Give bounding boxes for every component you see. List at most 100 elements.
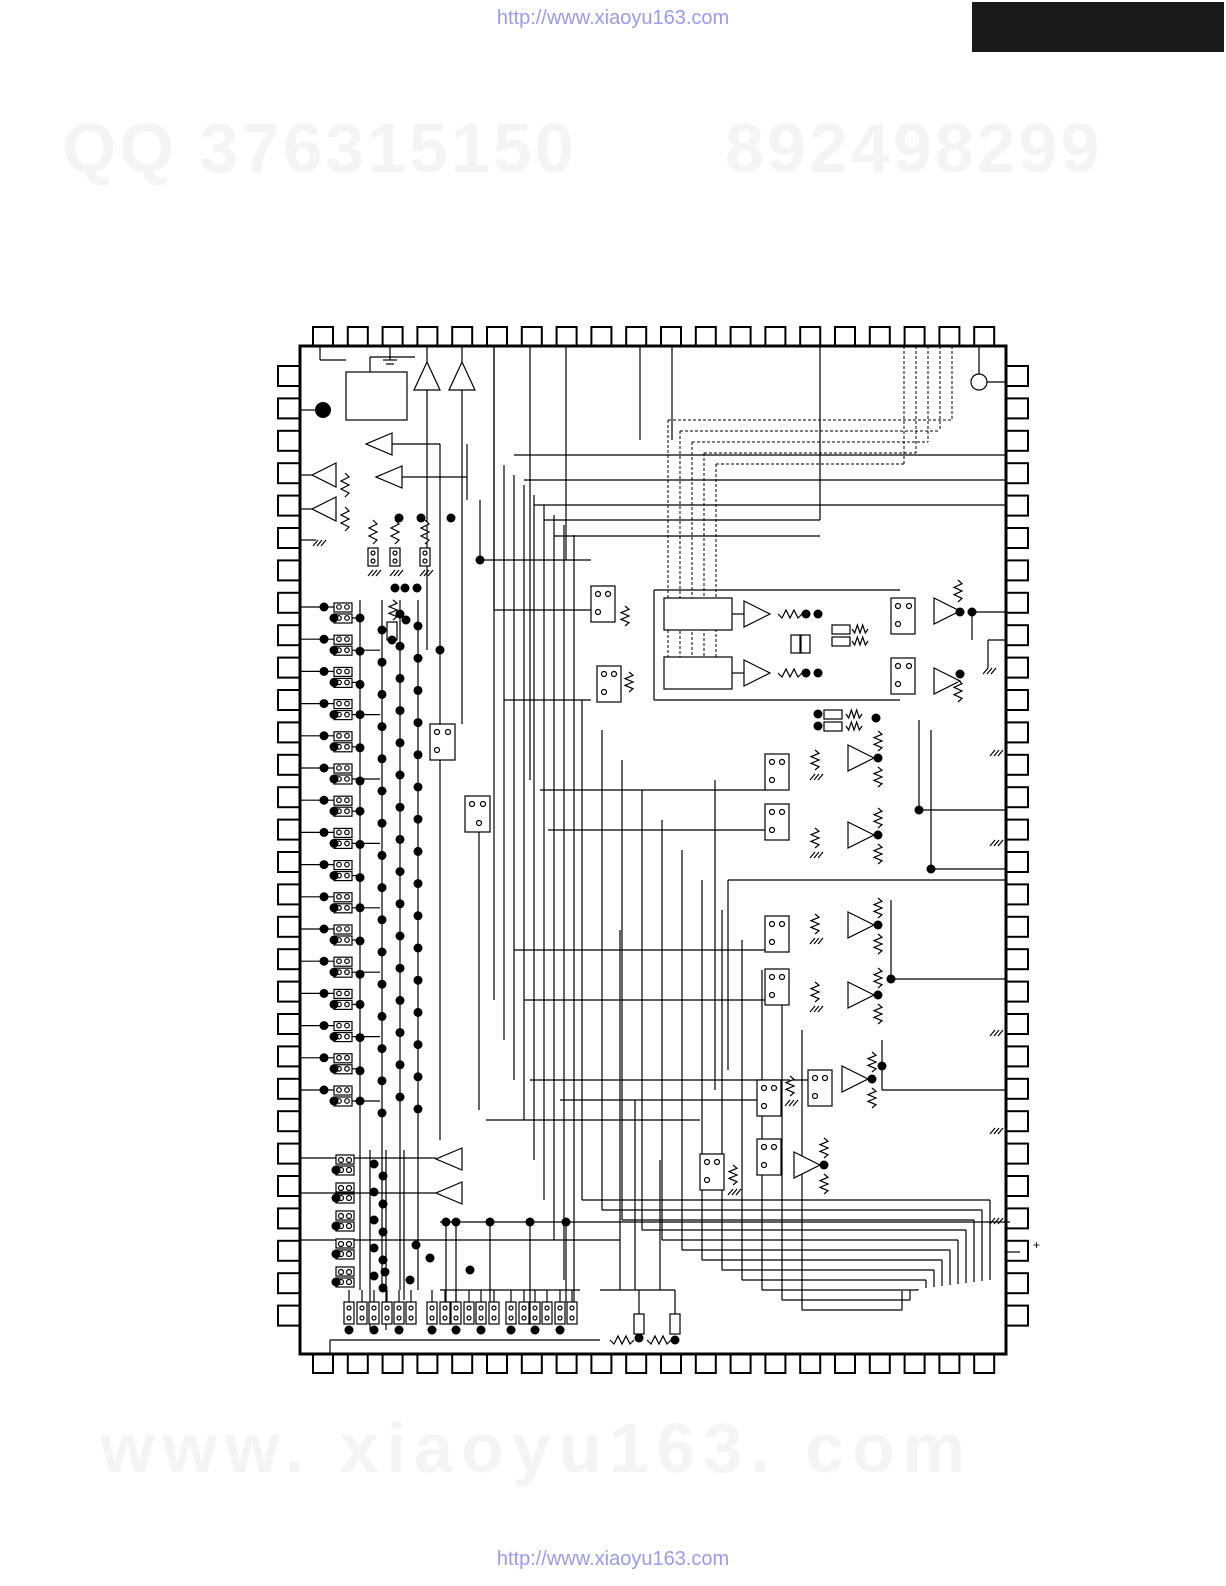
amplifier-triangle (848, 822, 874, 848)
junction-dot (378, 915, 387, 924)
contact-circle (337, 605, 342, 610)
contact-circle (522, 1306, 526, 1310)
switch-pair (832, 637, 850, 646)
pin-bottom (800, 1354, 820, 1373)
pin-left (278, 1079, 300, 1099)
contact-circle (337, 959, 342, 964)
junction-dot (378, 883, 387, 892)
amplifier-triangle (744, 660, 770, 686)
contact-circle (337, 830, 342, 835)
switch-box (591, 586, 615, 622)
pin-top (661, 327, 681, 346)
junction-dot (414, 911, 423, 920)
amplifier-triangle (312, 463, 336, 487)
junction-dot (956, 670, 965, 679)
large-junction (315, 402, 331, 418)
contact-circle (345, 873, 350, 878)
junction-dot (802, 610, 811, 619)
junction-dot (330, 936, 339, 945)
switch-cell (344, 1302, 354, 1324)
pin-left (278, 787, 300, 807)
junction-dot (814, 710, 823, 719)
junction-dot (332, 1222, 341, 1231)
switch-box (765, 969, 789, 1005)
contact-circle (345, 991, 350, 996)
pin-left (278, 690, 300, 710)
junction-dot (320, 764, 329, 773)
switch-cell (791, 635, 800, 653)
contact-circle (339, 1270, 344, 1275)
switch-box (891, 658, 915, 694)
switch-pair (832, 625, 850, 634)
pin-left (278, 528, 300, 548)
junction-dot (332, 1194, 341, 1203)
junction-dot (330, 775, 339, 784)
junction-dot (428, 1326, 437, 1335)
switch-box (465, 796, 490, 832)
junction-dot (671, 1336, 680, 1345)
resistor (625, 672, 633, 692)
contact-circle (430, 1306, 434, 1310)
junction-dot (396, 1028, 405, 1037)
contact-circle (770, 760, 775, 765)
contact-circle (780, 922, 785, 927)
junction-dot (414, 944, 423, 953)
pin-left (278, 366, 300, 386)
amplifier-triangle (376, 466, 402, 488)
contact-circle (770, 993, 775, 998)
junction-dot (330, 839, 339, 848)
junction-dot (356, 873, 365, 882)
contact-circle (347, 1316, 351, 1320)
junction-dot (466, 1266, 475, 1275)
pin-left (278, 820, 300, 840)
junction-dot (531, 1326, 540, 1335)
contact-circle (345, 927, 350, 932)
pin-bottom (661, 1354, 681, 1373)
contact-circle (570, 1306, 574, 1310)
pin-bottom (417, 1354, 437, 1373)
pin-top (348, 327, 368, 346)
junction-dot (378, 1044, 387, 1053)
pin-left (278, 463, 300, 483)
resistor (868, 1052, 876, 1072)
resistor (852, 637, 868, 645)
junction-dot (320, 892, 329, 901)
contact-circle (423, 551, 427, 555)
junction-dot (396, 932, 405, 941)
contact-circle (345, 745, 350, 750)
pin-right (1006, 398, 1028, 418)
contact-circle (337, 766, 342, 771)
junction-dot (320, 731, 329, 740)
pin-top (591, 327, 611, 346)
resistor (874, 767, 882, 787)
junction-dot (320, 828, 329, 837)
pin-top (417, 327, 437, 346)
junction-dot (442, 1218, 451, 1227)
switch-box (430, 724, 455, 760)
junction-dot (396, 706, 405, 715)
junction-dot (887, 975, 896, 984)
junction-dot (396, 1060, 405, 1069)
resistor (874, 731, 882, 751)
resistor (778, 610, 802, 618)
junction-dot (402, 616, 411, 625)
contact-circle (479, 1316, 483, 1320)
junction-dot (956, 608, 965, 617)
junction-dot (381, 1268, 390, 1277)
junction-dot (378, 851, 387, 860)
junction-dot (476, 556, 485, 565)
pin-left (278, 625, 300, 645)
junction-dot (356, 903, 365, 912)
junction-dot (330, 1032, 339, 1041)
contact-circle (780, 975, 785, 980)
pin-left (278, 722, 300, 742)
junction-dot (395, 514, 404, 523)
pin-right (1006, 1144, 1028, 1164)
pin-bottom (313, 1354, 333, 1373)
junction-dot (356, 777, 365, 786)
junction-dot (396, 996, 405, 1005)
contact-circle (896, 604, 901, 609)
contact-circle (337, 991, 342, 996)
contact-circle (345, 1088, 350, 1093)
contact-circle (509, 1306, 513, 1310)
